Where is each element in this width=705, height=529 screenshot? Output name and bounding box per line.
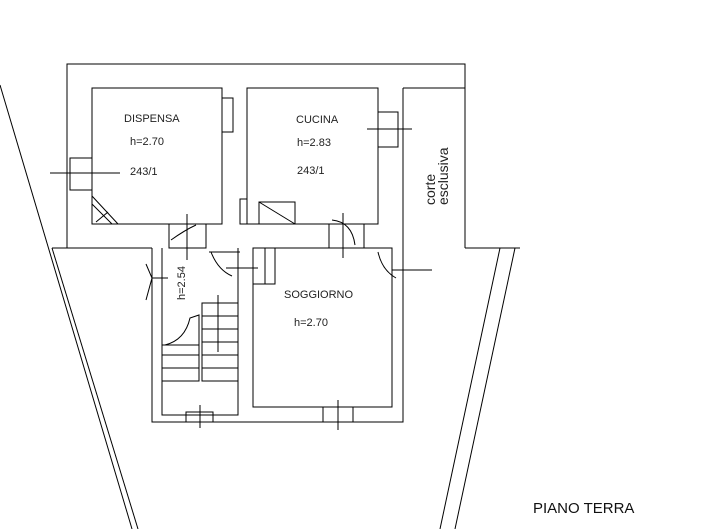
room-dispensa <box>50 87 234 225</box>
room-cucina <box>239 87 412 225</box>
dispensa-parcel: 243/1 <box>130 166 158 178</box>
corte-label-2: esclusiva <box>435 147 451 205</box>
site-boundary-lines <box>0 84 520 529</box>
stair-hall <box>161 248 239 428</box>
dispensa-name: DISPENSA <box>124 113 180 125</box>
doors <box>145 213 432 301</box>
soggiorno-name: SOGGIORNO <box>284 289 354 301</box>
room-soggiorno <box>252 247 393 430</box>
plan-title: PIANO TERRA <box>533 500 634 517</box>
cucina-height: h=2.83 <box>297 137 331 149</box>
dispensa-height: h=2.70 <box>130 136 164 148</box>
cucina-parcel: 243/1 <box>297 165 325 177</box>
corte-label-1: corte <box>422 174 438 205</box>
labels: DISPENSA h=2.70 243/1 CUCINA h=2.83 243/… <box>124 113 634 517</box>
cucina-name: CUCINA <box>296 114 339 126</box>
outer-walls <box>66 63 466 423</box>
soggiorno-height: h=2.70 <box>294 317 328 329</box>
stair-hall-height: h=2.54 <box>176 266 188 300</box>
